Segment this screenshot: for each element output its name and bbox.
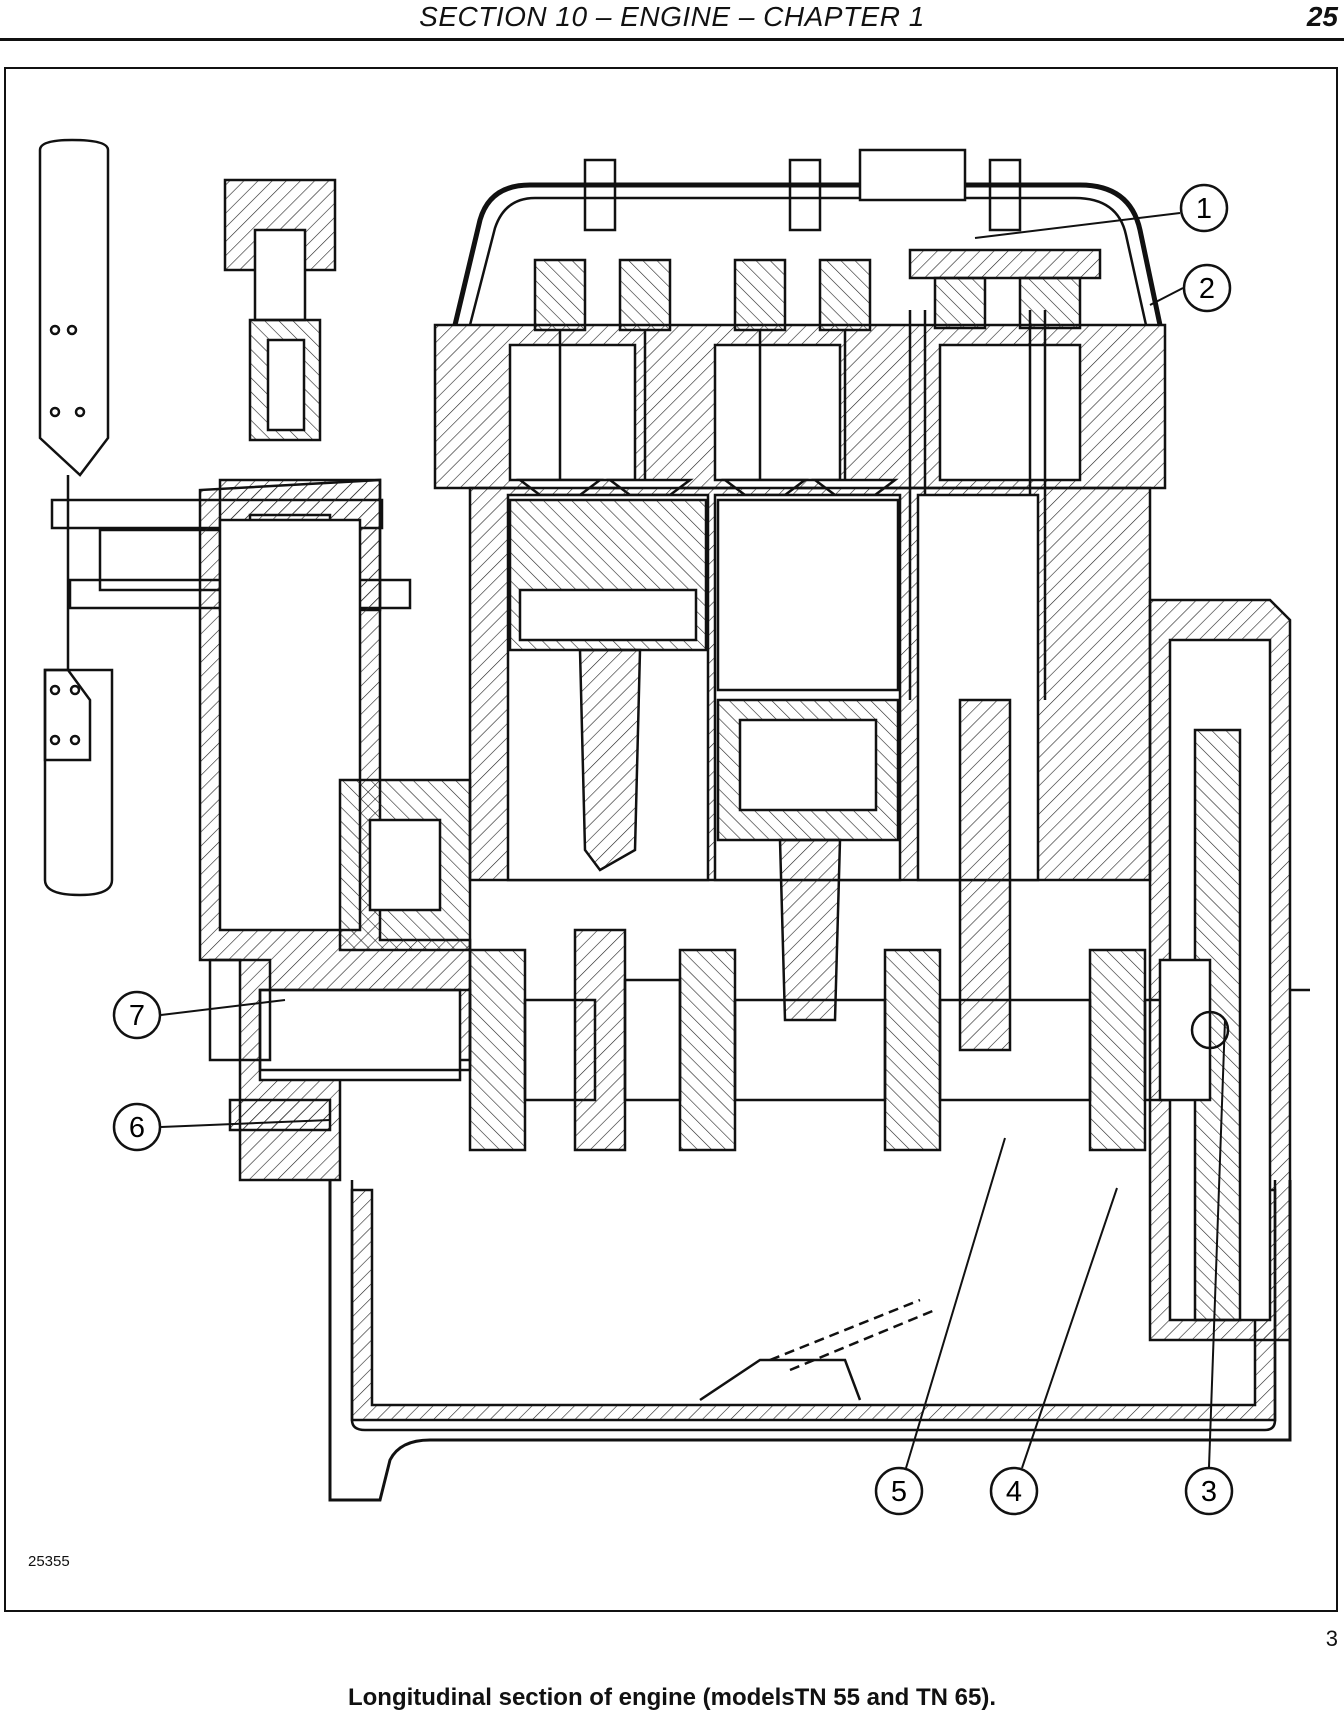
callout-7: 7 (112, 990, 286, 1040)
figure-frame (4, 67, 1338, 1612)
callout-3: 3 (1184, 1019, 1234, 1516)
figure-id: 25355 (28, 1553, 70, 1570)
thermostat-housing (223, 178, 337, 442)
section-title: SECTION 10 – ENGINE – CHAPTER 1 (419, 1, 925, 32)
pistons (508, 498, 900, 842)
callout-6: 6 (112, 1102, 331, 1152)
callout-2: 2 (1149, 263, 1232, 313)
callout-label: 7 (129, 1000, 145, 1032)
rocker-arm-assembly (908, 248, 1102, 700)
figure-number: 3 (1325, 1626, 1338, 1651)
fan-blade (38, 138, 114, 897)
callout-label: 6 (129, 1112, 145, 1144)
callout-5: 5 (874, 1137, 1006, 1516)
oil-sump (328, 1180, 1292, 1502)
callout-1: 1 (974, 183, 1229, 239)
header-rule (0, 38, 1344, 41)
rocker-cover (452, 148, 1163, 326)
callout-label: 5 (891, 1476, 907, 1508)
callout-label: 3 (1201, 1476, 1217, 1508)
cylinder-head (433, 323, 1167, 490)
page-number: 25 (1306, 1, 1338, 32)
crankshaft (258, 928, 1192, 1152)
callout-label: 1 (1196, 193, 1212, 225)
front-seal (208, 958, 332, 1132)
callout-4: 4 (989, 1187, 1118, 1516)
flywheel (1148, 598, 1310, 1342)
figure-caption: Longitudinal section of engine (modelsTN… (347, 1684, 997, 1711)
connecting-rods (578, 648, 1012, 1052)
callout-label: 4 (1006, 1476, 1022, 1508)
timing-cover (198, 478, 472, 1182)
callout-label: 2 (1199, 273, 1215, 305)
